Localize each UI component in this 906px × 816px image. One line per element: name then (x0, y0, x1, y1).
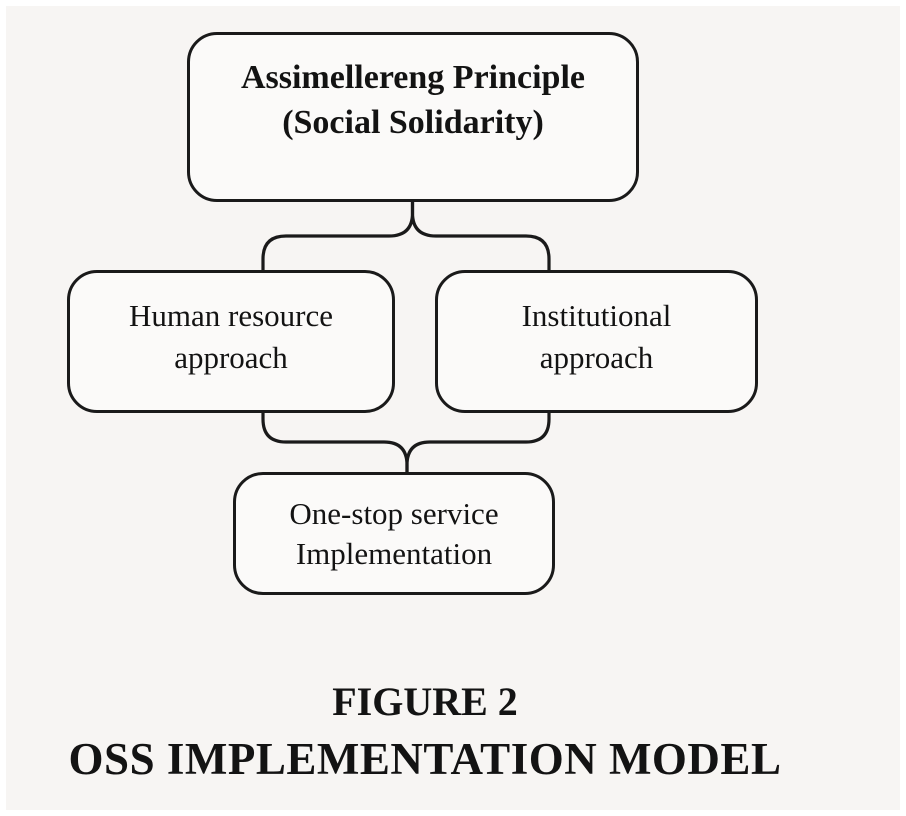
connector-bottom-left-branch (261, 410, 409, 475)
node-assimellereng-principle: Assimellereng Principle (Social Solidari… (187, 32, 639, 202)
node-assimellereng-principle-line1: Assimellereng Principle (240, 59, 586, 96)
node-human-resource-approach: Human resource approach (67, 270, 395, 413)
node-human-resource-approach-line1: Human resource (129, 297, 333, 333)
node-assimellereng-principle-line2: (Social Solidarity) (282, 104, 544, 141)
connector-bottom-right-branch (405, 410, 551, 475)
node-one-stop-service-implementation-line2: Implementation (295, 535, 493, 571)
node-institutional-approach-line2: approach (539, 339, 654, 375)
figure-number: FIGURE 2 (332, 679, 518, 724)
connector-top-right-branch (410, 200, 551, 273)
connector-top-left-branch (261, 200, 415, 273)
figure-caption: FIGURE 2 OSS IMPLEMENTATION MODEL (0, 682, 850, 782)
node-institutional-approach-line1: Institutional (521, 297, 672, 333)
node-one-stop-service-implementation: One-stop service Implementation (233, 472, 555, 595)
node-human-resource-approach-line2: approach (174, 339, 288, 375)
figure-title: OSS IMPLEMENTATION MODEL (68, 734, 782, 784)
node-one-stop-service-implementation-line1: One-stop service (289, 495, 499, 531)
node-institutional-approach: Institutional approach (435, 270, 758, 413)
